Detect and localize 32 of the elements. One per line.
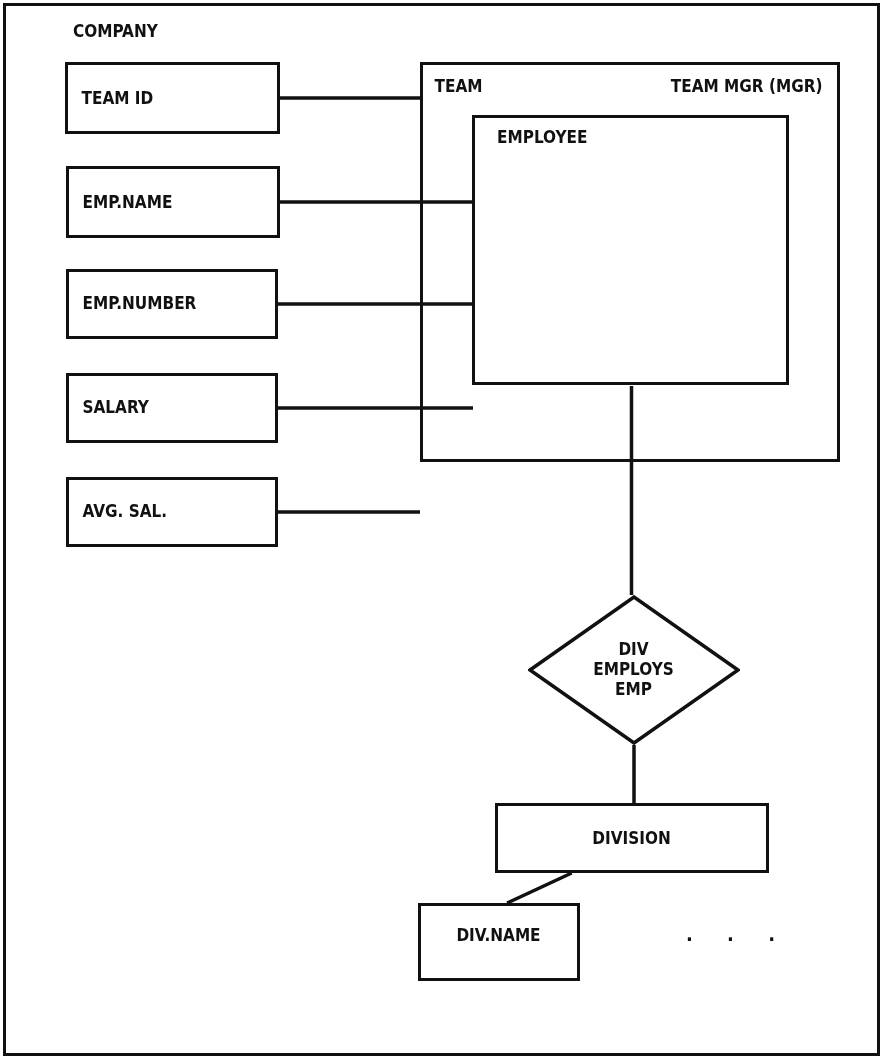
relationship-diamond: [527, 594, 740, 745]
box-label: TEAM ID: [81, 88, 154, 108]
box-label: SALARY: [82, 397, 149, 417]
entity-box: [419, 61, 840, 462]
connector-line: [632, 745, 636, 803]
box-label: EMP.NAME: [82, 192, 173, 212]
box-label: COMPANY: [73, 22, 158, 41]
box-label: TEAM MGR (MGR): [670, 76, 823, 96]
attribute-box: [417, 902, 580, 981]
box-label: TEAM: [434, 76, 483, 96]
connector-line: [280, 200, 473, 204]
attribute-box: [64, 61, 280, 134]
entity-box: [472, 115, 789, 385]
connector-line: [506, 871, 573, 905]
connector-line: [629, 386, 634, 595]
attribute-box: [65, 268, 278, 339]
attribute-box: [65, 476, 278, 547]
relationship-label: DIV EMPLOYS EMP: [592, 638, 675, 701]
ellipsis-text: . . .: [686, 922, 790, 946]
attribute-box: [65, 165, 280, 238]
connector-line: [278, 302, 473, 306]
box-label: DIV.NAME: [456, 925, 541, 945]
connector-line: [278, 406, 473, 410]
box-label: AVG. SAL.: [82, 501, 168, 521]
attribute-box: [65, 372, 278, 443]
box-label: EMP.NUMBER: [82, 293, 197, 313]
connector-line: [280, 96, 420, 100]
connector-line: [278, 510, 420, 514]
entity-box: [494, 802, 769, 873]
box-label: DIVISION: [592, 828, 671, 847]
frame-box: [3, 3, 880, 1056]
box-label: EMPLOYEE: [497, 128, 588, 147]
